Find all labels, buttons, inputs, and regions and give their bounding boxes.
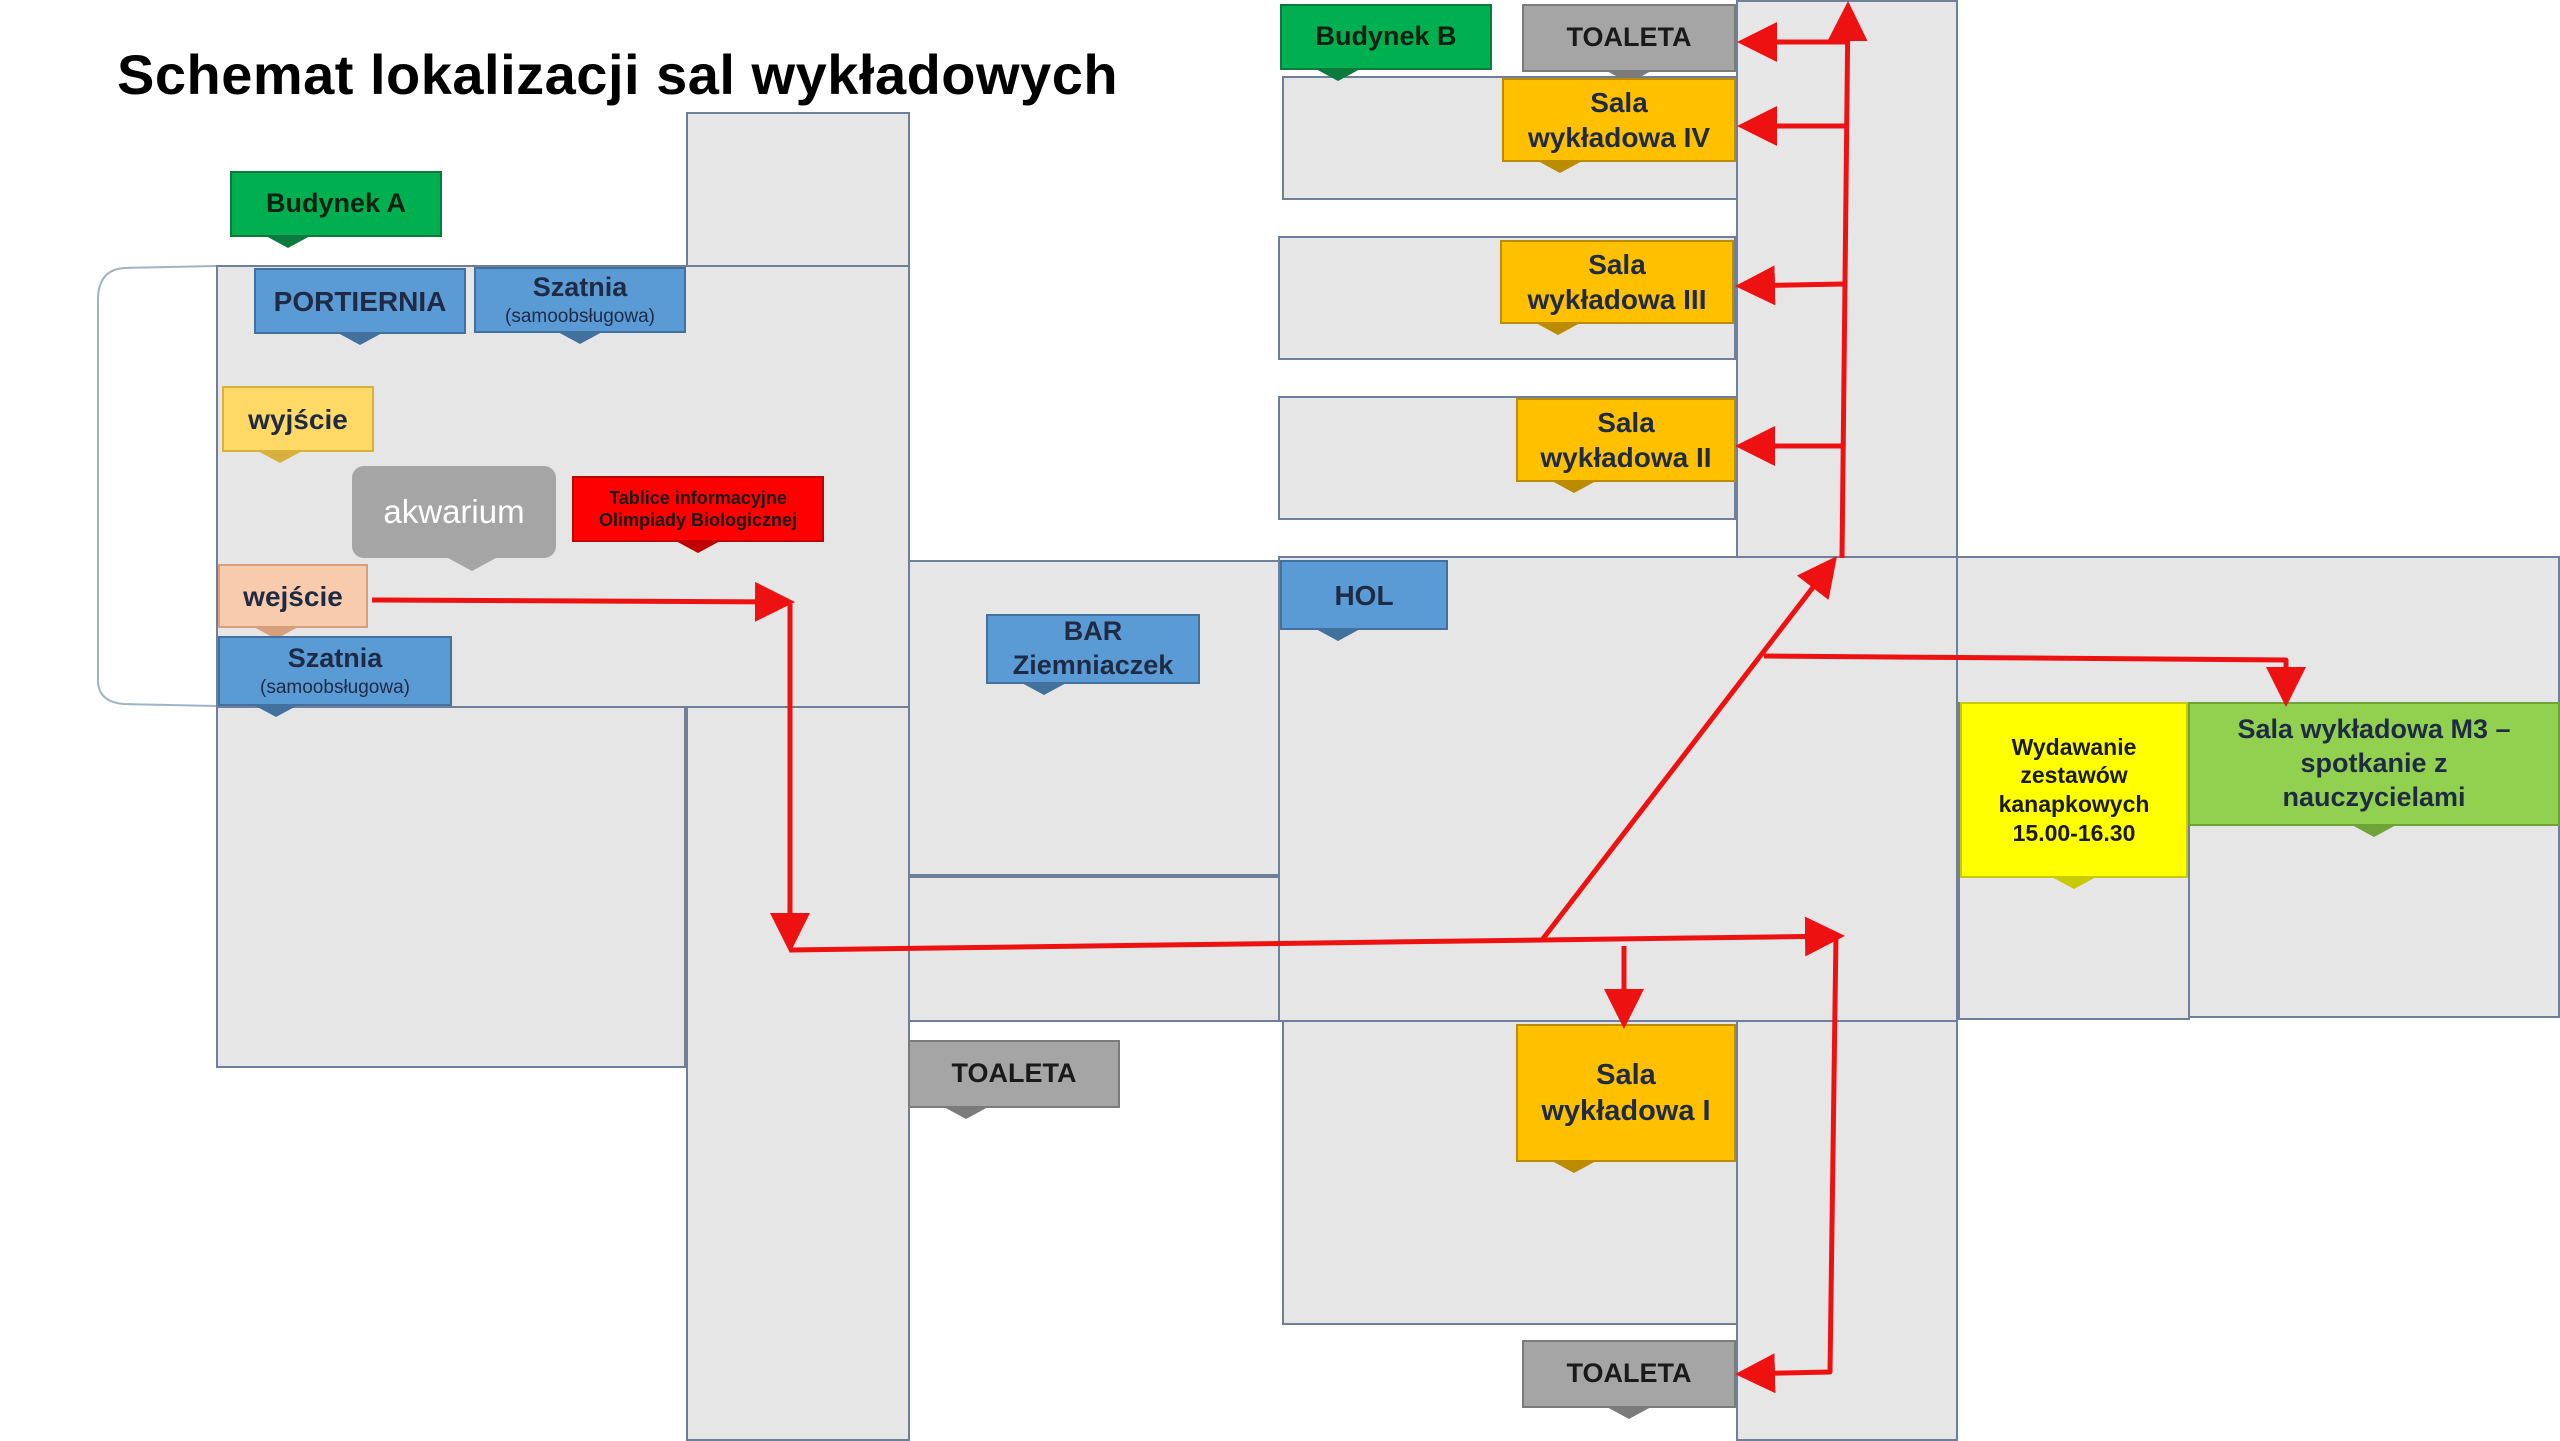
room-iii-line2: wykładowa III <box>1527 284 1707 315</box>
building-b-label: Budynek B <box>1280 4 1492 81</box>
bar-line1: BAR <box>1063 616 1123 647</box>
bar-label: BAR Ziemniaczek <box>986 614 1200 695</box>
exit-label: wyjście <box>222 386 374 463</box>
building-b-text: Budynek B <box>1315 21 1457 52</box>
szatnia-top-text: Szatnia <box>532 272 628 303</box>
building-b-corridor <box>1736 0 1958 558</box>
entrance-label: wejście <box>218 564 368 639</box>
m3-line2: spotkanie z <box>2300 748 2448 779</box>
room-i-line1: Sala <box>1596 1058 1656 1091</box>
lecture-room-iii-label: Sala wykładowa III <box>1500 240 1734 335</box>
building-a-text: Budynek A <box>265 188 407 219</box>
szatnia-bottom-label: Szatnia (samoobsługowa) <box>218 636 452 717</box>
building-a-label: Budynek A <box>230 171 442 248</box>
m3-line3: nauczycielami <box>2282 781 2466 812</box>
toilet-top-label: TOALETA <box>1522 4 1736 83</box>
szatnia-bottom-text: Szatnia <box>287 643 383 674</box>
snack-line2: zestawów <box>2020 762 2128 789</box>
toilet-bottom-text: TOALETA <box>1566 1358 1692 1389</box>
room-i-line2: wykładowa I <box>1541 1095 1711 1127</box>
lower-corridor <box>1736 1020 1958 1441</box>
info-boards-label: Tablice informacyjne Olimpiady Biologicz… <box>572 476 824 553</box>
connector-corridor <box>908 876 1280 1022</box>
toilet-bottom-label: TOALETA <box>1522 1340 1736 1419</box>
room-iv-line1: Sala <box>1590 87 1648 118</box>
info-boards-line1: Tablice informacyjne <box>609 487 787 508</box>
portiernia-label: PORTIERNIA <box>254 268 466 345</box>
aquarium-text: akwarium <box>383 493 525 531</box>
m3-line1: Sala wykładowa M3 – <box>2237 714 2511 745</box>
right-hall <box>1956 556 2560 704</box>
aquarium-label: akwarium <box>352 466 556 571</box>
lecture-room-iv-label: Sala wykładowa IV <box>1502 78 1736 173</box>
toilet-middle-label: TOALETA <box>908 1040 1120 1119</box>
lecture-room-ii-label: Sala wykładowa II <box>1516 398 1736 493</box>
bar-room <box>908 560 1280 876</box>
szatnia-bottom-subtext: (samoobsługowa) <box>260 677 410 698</box>
snack-line4: 15.00-16.30 <box>2012 819 2136 846</box>
building-a-lower-wing <box>216 706 686 1068</box>
room-iv-line2: wykładowa IV <box>1527 122 1711 153</box>
portiernia-text: PORTIERNIA <box>273 285 447 317</box>
hol-label: HOL <box>1280 560 1448 641</box>
hol-text: HOL <box>1334 579 1394 611</box>
snack-line1: Wydawanie <box>2011 733 2137 760</box>
bar-line2: Ziemniaczek <box>1012 650 1174 680</box>
entrance-text: wejście <box>243 580 343 612</box>
room-iii-line1: Sala <box>1588 249 1646 280</box>
building-a-corridor <box>686 706 910 1441</box>
snack-distribution-label: Wydawanie zestawów kanapkowych 15.00-16.… <box>1960 702 2188 889</box>
building-a-upper-block <box>686 112 910 267</box>
toilet-top-text: TOALETA <box>1566 22 1692 53</box>
room-ii-line1: Sala <box>1597 407 1655 438</box>
info-boards-line2: Olimpiady Biologicznej <box>598 510 798 530</box>
szatnia-top-subtext: (samoobsługowa) <box>505 306 655 327</box>
lecture-room-i-label: Sala wykładowa I <box>1516 1024 1736 1173</box>
exit-text: wyjście <box>248 403 348 435</box>
lecture-room-m3-label: Sala wykładowa M3 – spotkanie z nauczyci… <box>2188 702 2560 837</box>
page-title: Schemat lokalizacji sal wykładowych <box>117 43 1119 106</box>
snack-line3: kanapkowych <box>1998 791 2150 817</box>
room-ii-line2: wykładowa II <box>1540 442 1712 473</box>
szatnia-top-label: Szatnia (samoobsługowa) <box>474 267 686 344</box>
toilet-middle-text: TOALETA <box>951 1058 1077 1089</box>
